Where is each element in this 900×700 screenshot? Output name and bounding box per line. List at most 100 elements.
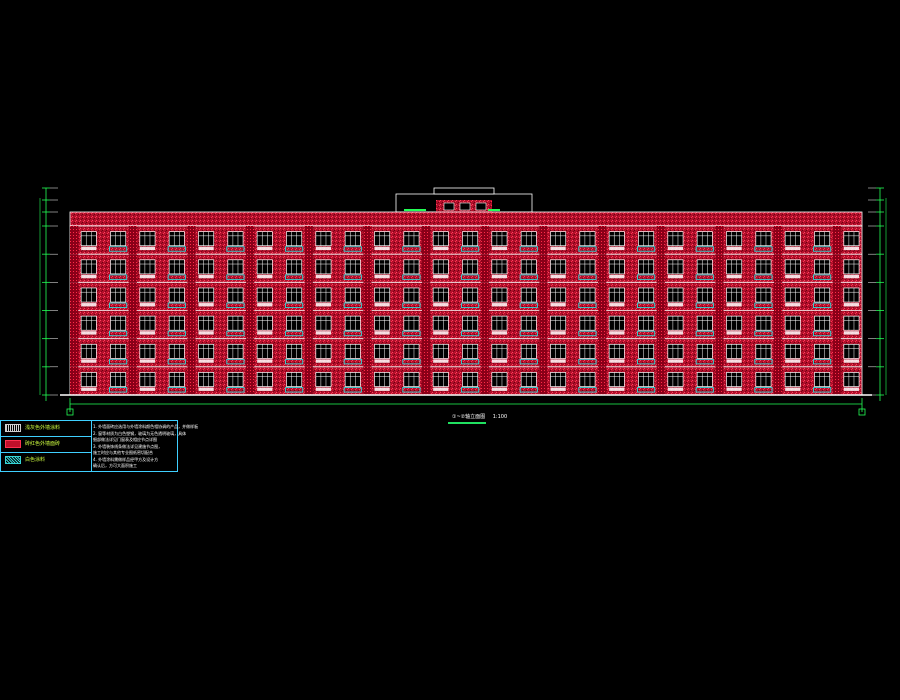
window — [550, 343, 567, 359]
window — [608, 343, 625, 359]
balcony-rail — [578, 302, 597, 309]
window — [168, 343, 185, 359]
balcony-rail — [285, 358, 304, 365]
drawing-scale: 1:100 — [492, 414, 508, 420]
window-sill — [667, 387, 684, 391]
window-sill — [785, 303, 801, 307]
window — [755, 287, 772, 303]
window — [227, 287, 244, 303]
window — [432, 287, 449, 303]
window-sill — [667, 274, 684, 279]
window — [374, 315, 391, 331]
pier — [128, 338, 137, 367]
window — [198, 372, 215, 387]
window — [110, 231, 127, 247]
window — [784, 287, 801, 303]
window — [256, 287, 273, 303]
note-line: 细部做法详见门窗表及相应节点详图 — [93, 437, 157, 442]
window — [696, 315, 713, 331]
balcony-rail — [109, 302, 128, 309]
pier — [480, 254, 489, 283]
window — [110, 315, 127, 331]
balcony-rail — [402, 387, 421, 393]
pier — [187, 310, 196, 339]
window-sill — [433, 387, 449, 391]
window — [579, 315, 596, 331]
balcony-rail — [109, 358, 128, 365]
window-sill — [843, 246, 860, 251]
window — [139, 231, 156, 247]
window-sill — [374, 359, 390, 363]
roof-window — [443, 202, 455, 211]
pier — [422, 226, 431, 255]
window — [168, 287, 185, 303]
window-sill — [315, 387, 332, 391]
balcony-rail — [754, 330, 773, 337]
balcony-rail — [578, 358, 597, 365]
balcony-rail — [402, 246, 421, 252]
window — [168, 259, 185, 275]
window-sill — [843, 387, 860, 391]
building-elevation — [60, 187, 872, 396]
window — [315, 231, 332, 247]
window-sill — [726, 331, 742, 335]
window — [843, 315, 860, 331]
pier — [128, 366, 137, 395]
window — [638, 315, 655, 331]
window — [550, 287, 567, 303]
balcony-rail — [813, 246, 832, 252]
pier — [715, 338, 724, 367]
pier — [363, 366, 372, 395]
balcony-rail — [343, 246, 362, 252]
balcony-rail — [285, 246, 304, 252]
window — [550, 372, 567, 387]
pier — [832, 310, 841, 339]
pier — [539, 282, 548, 311]
balcony-rail — [578, 330, 597, 337]
balcony-rail — [519, 387, 538, 393]
pier — [128, 226, 137, 255]
window-sill — [315, 359, 332, 363]
balcony-rail — [461, 274, 480, 280]
pier — [187, 338, 196, 367]
window — [315, 287, 332, 303]
pier — [598, 282, 607, 311]
window — [726, 231, 743, 247]
window — [784, 343, 801, 359]
window-sill — [785, 331, 801, 335]
window-sill — [198, 246, 214, 251]
window — [403, 372, 420, 387]
window — [550, 315, 567, 331]
window-sill — [374, 331, 390, 335]
balcony-rail — [637, 330, 656, 337]
balcony-rail — [285, 274, 304, 280]
window — [814, 287, 831, 303]
window-sill — [433, 246, 449, 251]
pier — [246, 310, 255, 339]
drawing-title: ①~②轴立面图 1:100 — [452, 413, 507, 420]
balcony-rail — [343, 358, 362, 365]
window — [520, 372, 537, 387]
window-sill — [491, 387, 508, 391]
window — [374, 287, 391, 303]
balcony-rail — [754, 274, 773, 280]
window — [667, 343, 684, 359]
window-sill — [81, 246, 97, 251]
window-sill — [550, 387, 566, 391]
pier — [363, 282, 372, 311]
balcony-rail — [226, 330, 245, 337]
window-sill — [374, 246, 390, 251]
balcony-rail — [167, 387, 186, 393]
window — [256, 315, 273, 331]
window-sill — [315, 331, 332, 335]
window — [667, 287, 684, 303]
balcony-rail — [695, 330, 714, 337]
window — [110, 372, 127, 387]
balcony-rail — [402, 274, 421, 280]
pier — [774, 310, 783, 339]
window — [579, 259, 596, 275]
balcony-rail — [167, 246, 186, 252]
roof-window — [475, 202, 487, 211]
pier — [363, 226, 372, 255]
pier — [832, 226, 841, 255]
